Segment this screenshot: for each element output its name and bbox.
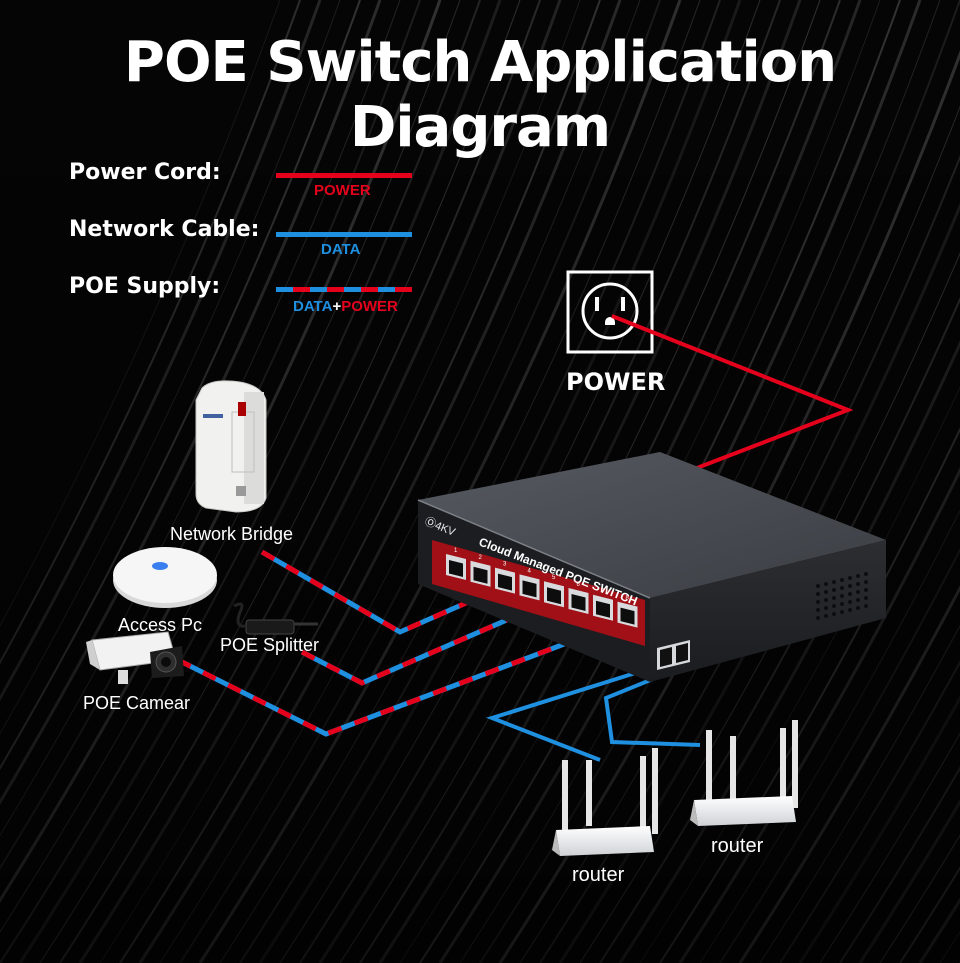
switch-port-socket [571, 594, 586, 611]
network-bridge-label: Network Bridge [170, 524, 294, 544]
legend-poe-supply-label: POE Supply: [69, 274, 221, 299]
legend-poe-plus: + [332, 298, 342, 315]
power-outlet-icon [566, 270, 654, 354]
switch-port-socket [596, 600, 610, 618]
legend-poe-data-tag: DATA [293, 298, 333, 315]
switch-port-row: 1 2 3 4 5 6 7 8 [446, 548, 638, 628]
switch-port-number: 3 [503, 562, 507, 568]
page-title: POE Switch Application Diagram [123, 30, 837, 160]
switch-port-number: 4 [528, 568, 532, 574]
switch-port-socket [620, 607, 635, 625]
legend-poe-tag: DATA+POWER [293, 298, 398, 315]
switch-port-number: 2 [479, 555, 483, 561]
switch-port-socket [449, 560, 463, 577]
switch-port-number: 6 [577, 582, 581, 588]
legend-poe-power-tag: POWER [341, 298, 398, 315]
legend-network-cable-label: Network Cable: [69, 217, 260, 242]
switch-port-socket [473, 566, 488, 584]
access-pc-label: Access Pc [118, 615, 203, 635]
network-bridge-icon [195, 380, 267, 513]
poe-camera-icon [86, 631, 184, 684]
poe-switch-device: 1 2 3 4 5 6 7 8 [417, 452, 886, 682]
access-point-icon [113, 547, 217, 608]
legend-power-cord-label: Power Cord: [69, 160, 221, 185]
legend-power-line [276, 173, 412, 178]
poe-cable-access-pc [300, 609, 526, 686]
switch-vents [816, 572, 868, 620]
switch-port-number: 7 [601, 589, 605, 595]
poe-camera-label: POE Camear [83, 693, 191, 713]
switch-port-socket [522, 580, 537, 598]
poe-cable-camera [176, 623, 613, 737]
poe-splitter-label: POE Splitter [220, 635, 320, 655]
router-right-icon [690, 720, 798, 826]
router-left-label: router [572, 864, 625, 886]
switch-port-number: 5 [552, 575, 556, 581]
outlet-power-label: POWER [566, 368, 666, 396]
router-right-label: router [711, 835, 764, 857]
switch-port-socket [498, 573, 512, 591]
legend-data-tag: DATA [321, 241, 361, 258]
switch-port-socket [547, 587, 561, 605]
legend-poe-line [276, 287, 412, 292]
legend-data-line [276, 232, 412, 237]
router-left-icon [552, 748, 658, 856]
switch-port-number: 1 [454, 548, 458, 554]
legend-power-tag: POWER [314, 182, 371, 199]
switch-port-number: 8 [626, 596, 630, 602]
poe-splitter-icon [233, 602, 318, 635]
power-cord-line [611, 314, 854, 478]
data-cable-router-left [485, 662, 665, 762]
